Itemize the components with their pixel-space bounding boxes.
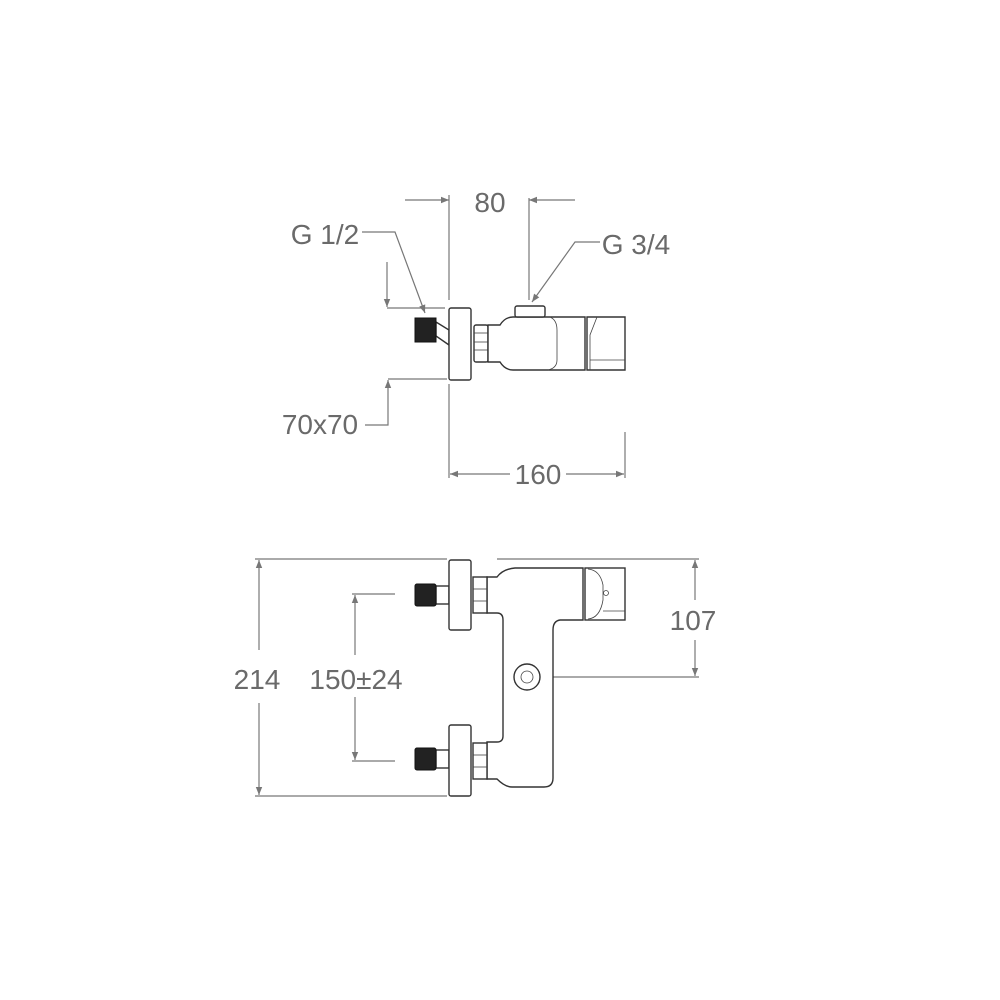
- flange-size-label: 70x70: [282, 409, 358, 440]
- dimension-214-label: 214: [234, 664, 281, 695]
- dimension-80: 80: [405, 187, 575, 300]
- thermostat-handle: [586, 316, 626, 371]
- outlet-thread-callout: G 3/4: [531, 229, 670, 303]
- inlet-thread-label: G 1/2: [291, 219, 359, 250]
- wall-flange: [448, 559, 472, 631]
- outlet-port: [513, 663, 541, 691]
- flange-size-dimension: 70x70: [282, 262, 447, 440]
- union-nut: [472, 576, 488, 614]
- outlet-cap: [514, 305, 546, 318]
- mixer-body: [487, 316, 586, 371]
- dimension-107-label: 107: [670, 605, 717, 636]
- thermostat-handle: [584, 567, 626, 621]
- dimension-160-label: 160: [515, 459, 562, 490]
- mixer-front-view: [414, 559, 626, 797]
- mixer-top-view: [414, 305, 626, 381]
- inlet-nipple: [414, 583, 437, 607]
- inlet-nipple: [414, 747, 437, 771]
- wall-flange: [448, 724, 472, 797]
- dimension-80-label: 80: [474, 187, 505, 218]
- union-nut: [472, 742, 488, 780]
- dimension-160: 160: [448, 384, 626, 490]
- front-view: 214 150±24 107: [234, 558, 717, 797]
- union-nut: [473, 324, 489, 363]
- inlet-spacing-label: 150±24: [309, 664, 402, 695]
- wall-flange: [448, 307, 472, 381]
- dimension-214: 214: [234, 558, 447, 797]
- dimension-inlet-spacing: 150±24: [309, 593, 403, 762]
- dimension-107: 107: [497, 558, 717, 678]
- inlet-thread-callout: G 1/2: [291, 219, 426, 314]
- top-view: 80 G 1/2 G 3/4 70x70 160: [282, 187, 670, 490]
- outlet-thread-label: G 3/4: [602, 229, 670, 260]
- inlet-nipple: [414, 317, 437, 343]
